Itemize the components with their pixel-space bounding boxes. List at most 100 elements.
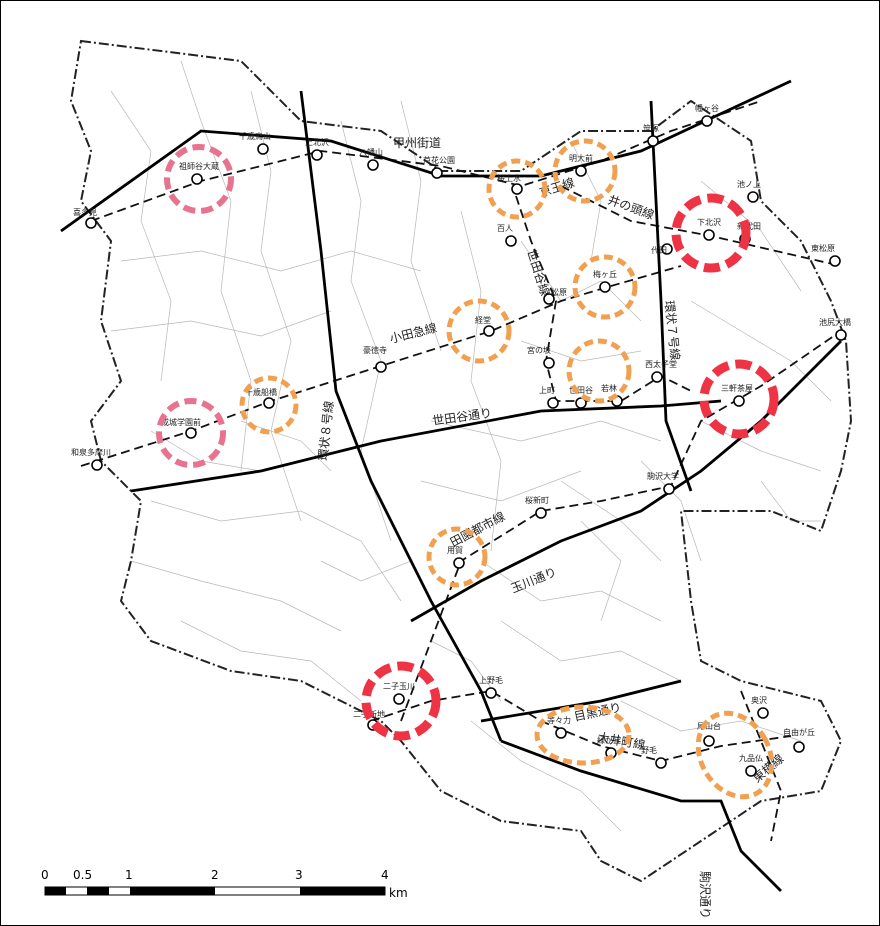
svg-text:九品仏: 九品仏 xyxy=(739,754,763,763)
station-marker[interactable]: 九品仏 xyxy=(739,754,763,777)
highlight-ring xyxy=(699,359,779,439)
kanjo7-road xyxy=(649,100,693,492)
highlight-ring xyxy=(695,710,775,800)
svg-text:野毛: 野毛 xyxy=(641,745,657,755)
svg-text:西太子堂: 西太子堂 xyxy=(645,359,677,369)
svg-text:和泉多摩川: 和泉多摩川 xyxy=(71,447,111,457)
svg-text:祖師谷大蔵: 祖師谷大蔵 xyxy=(179,161,219,171)
svg-text:宮の坂: 宮の坂 xyxy=(527,345,551,355)
scale-tick: 4 xyxy=(381,868,389,882)
station-marker[interactable]: 西太子堂 xyxy=(645,359,677,383)
highlight-ring xyxy=(361,661,441,741)
station-marker[interactable]: 尾山台 xyxy=(697,721,721,747)
station-marker[interactable]: 自由が丘 xyxy=(783,727,815,753)
station-marker[interactable]: 芦花公園 xyxy=(423,155,455,179)
scale-tick: 2 xyxy=(211,868,219,882)
svg-text:池ノ上: 池ノ上 xyxy=(737,179,761,189)
station-marker[interactable]: 池尻大橋 xyxy=(819,317,851,341)
main-roads xyxy=(60,79,842,892)
svg-text:百人: 百人 xyxy=(497,224,513,233)
station-marker[interactable]: 百人 xyxy=(497,224,517,247)
scale-tick: 0.5 xyxy=(73,868,92,882)
station-marker[interactable]: 松原 xyxy=(543,287,567,305)
road-label: 駒沢通り xyxy=(698,871,712,919)
station-marker[interactable]: 喜多見 xyxy=(73,207,97,229)
stations: 喜多見 祖師谷大蔵 成城学園前 千歳船橋 経堂 梅ヶ丘 三軒茶屋 下北沢 明大前… xyxy=(71,103,851,777)
station-marker[interactable]: 池ノ上 xyxy=(737,179,761,203)
road-label: 環状７号線 xyxy=(662,300,683,361)
svg-text:桜上水: 桜上水 xyxy=(497,173,521,183)
station-marker[interactable]: 桜新町 xyxy=(525,495,549,519)
svg-text:経堂: 経堂 xyxy=(475,315,491,325)
station-marker[interactable]: 宮の坂 xyxy=(527,345,555,369)
line-label: 井の頭線 xyxy=(606,192,656,223)
highlight-rings-red xyxy=(361,193,779,741)
svg-text:桜新町: 桜新町 xyxy=(525,495,549,505)
station-marker[interactable]: 用賀 xyxy=(447,545,465,569)
svg-text:喜多見: 喜多見 xyxy=(73,207,97,217)
svg-text:笹塚: 笹塚 xyxy=(643,123,659,133)
svg-text:上野毛: 上野毛 xyxy=(479,675,503,685)
station-marker[interactable]: 駒沢大学 xyxy=(647,471,679,495)
station-marker[interactable]: 桜上水 xyxy=(497,173,523,195)
station-marker[interactable]: 笹塚 xyxy=(643,123,659,147)
station-marker[interactable]: 上町 xyxy=(539,386,559,409)
station-marker[interactable]: 東松原 xyxy=(811,243,841,267)
station-marker[interactable]: 和泉多摩川 xyxy=(71,447,111,471)
station-marker[interactable]: 祖師谷大蔵 xyxy=(179,161,219,185)
svg-text:豪徳寺: 豪徳寺 xyxy=(363,345,387,355)
scale-tick: 0 xyxy=(41,868,49,882)
svg-text:緑が丘: 緑が丘 xyxy=(597,735,621,745)
station-marker[interactable]: 三軒茶屋 xyxy=(721,383,753,407)
road-label: 環状８号線 xyxy=(315,400,336,461)
station-marker[interactable]: 下北沢 xyxy=(697,218,721,241)
station-marker[interactable]: 世田谷 xyxy=(569,385,593,409)
svg-text:梅ヶ丘: 梅ヶ丘 xyxy=(593,269,617,279)
svg-text:奥沢: 奥沢 xyxy=(751,695,767,705)
station-marker[interactable]: 経堂 xyxy=(475,315,495,337)
station-marker[interactable]: 代田 xyxy=(651,243,673,255)
svg-text:三軒茶屋: 三軒茶屋 xyxy=(721,383,753,393)
svg-text:世田谷: 世田谷 xyxy=(569,385,593,395)
svg-text:駒沢大学: 駒沢大学 xyxy=(647,471,679,481)
station-marker[interactable]: 千歳烏山 xyxy=(239,131,271,155)
toyoko-line xyxy=(740,690,782,842)
station-marker[interactable]: 奥沢 xyxy=(751,695,769,719)
station-marker[interactable]: 梅ヶ丘 xyxy=(593,269,617,293)
svg-text:芦花公園: 芦花公園 xyxy=(423,155,455,165)
station-marker[interactable]: 成城学園前 xyxy=(161,417,201,439)
station-marker[interactable]: 上野毛 xyxy=(479,675,503,699)
highlight-ring xyxy=(671,193,751,273)
station-marker[interactable]: 豪徳寺 xyxy=(363,345,387,373)
line-label: 小田急線 xyxy=(388,320,438,346)
station-marker[interactable]: 野毛 xyxy=(641,745,667,769)
kanjo8-road xyxy=(299,90,503,742)
station-marker[interactable]: 明大前 xyxy=(569,153,593,177)
highlight-ring xyxy=(566,338,632,404)
line-label: 世田谷線 xyxy=(524,247,553,297)
highlight-ring xyxy=(572,254,638,320)
highlight-ring xyxy=(426,526,488,588)
svg-text:上町: 上町 xyxy=(539,386,555,395)
station-marker[interactable]: 上北沢 xyxy=(305,138,329,161)
svg-text:松原: 松原 xyxy=(551,287,567,297)
highlight-ring xyxy=(552,138,618,204)
highlight-rings-orange xyxy=(239,138,775,800)
highlight-ring xyxy=(239,375,299,435)
station-marker[interactable]: 千歳船橋 xyxy=(245,387,277,409)
station-marker[interactable]: 等々力 xyxy=(547,715,571,739)
station-marker[interactable]: 二子玉川 xyxy=(383,682,415,705)
meguro-road xyxy=(480,679,682,723)
svg-text:明大前: 明大前 xyxy=(569,153,593,163)
station-marker[interactable]: 幡ヶ谷 xyxy=(695,103,719,127)
svg-text:二子玉川: 二子玉川 xyxy=(383,682,415,691)
highlight-rings-pink xyxy=(156,144,234,468)
ward-boundary xyxy=(69,39,853,883)
svg-text:東松原: 東松原 xyxy=(811,243,835,253)
road-label: 甲州街道 xyxy=(393,136,441,150)
svg-text:下北沢: 下北沢 xyxy=(697,218,721,227)
station-marker[interactable]: 八幡山 xyxy=(359,147,383,171)
highlight-ring xyxy=(486,158,548,220)
